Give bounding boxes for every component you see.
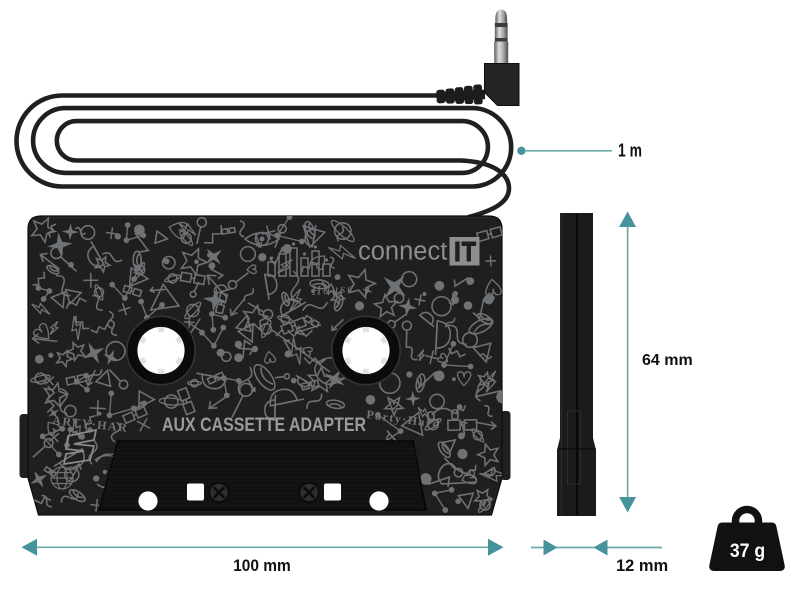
svg-text:64 mm: 64 mm	[642, 352, 693, 369]
svg-text:AUX CASSETTE ADAPTER: AUX CASSETTE ADAPTER	[162, 414, 366, 436]
svg-text:12 mm: 12 mm	[616, 556, 668, 575]
svg-text:House: House	[310, 280, 355, 298]
svg-text:connect: connect	[358, 238, 447, 266]
svg-text:37 g: 37 g	[730, 539, 765, 561]
svg-text:100 mm: 100 mm	[233, 556, 291, 575]
svg-text:1 m: 1 m	[618, 141, 642, 161]
